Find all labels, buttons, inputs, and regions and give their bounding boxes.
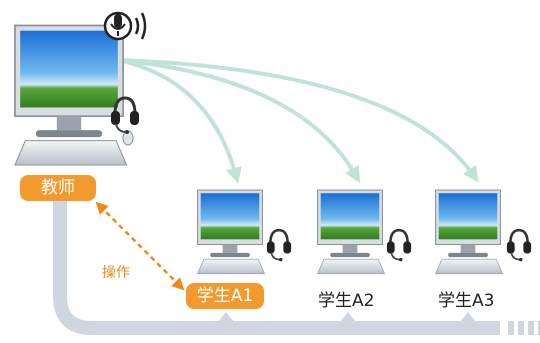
teacher-label: 教师 <box>20 175 96 201</box>
operation-arrow <box>95 201 185 291</box>
broadcast-arrow-a1 <box>117 58 242 184</box>
student-computer-a1 <box>197 189 266 275</box>
broadcast-arrow-a2 <box>117 58 360 183</box>
student-computer-a2 <box>317 189 386 275</box>
microphone-broadcast-icon <box>103 11 147 41</box>
teacher-computer <box>14 24 128 166</box>
headset-icon <box>386 228 412 262</box>
broadcast-arrow-a3 <box>117 58 479 183</box>
network-bus-line <box>53 198 500 335</box>
bus-tap-a1 <box>218 312 234 322</box>
bus-tap-a2 <box>340 312 356 322</box>
student-a2-label: 学生A2 <box>318 291 375 311</box>
bus-tap-a3 <box>460 312 476 322</box>
student-a3-label: 学生A3 <box>438 291 495 311</box>
headset-icon <box>266 228 292 262</box>
student-a1-label: 学生A1 <box>186 283 264 309</box>
headset-icon <box>109 96 141 134</box>
student-computer-a3 <box>435 189 504 275</box>
operation-label: 操作 <box>102 265 130 281</box>
headset-icon <box>506 228 532 262</box>
